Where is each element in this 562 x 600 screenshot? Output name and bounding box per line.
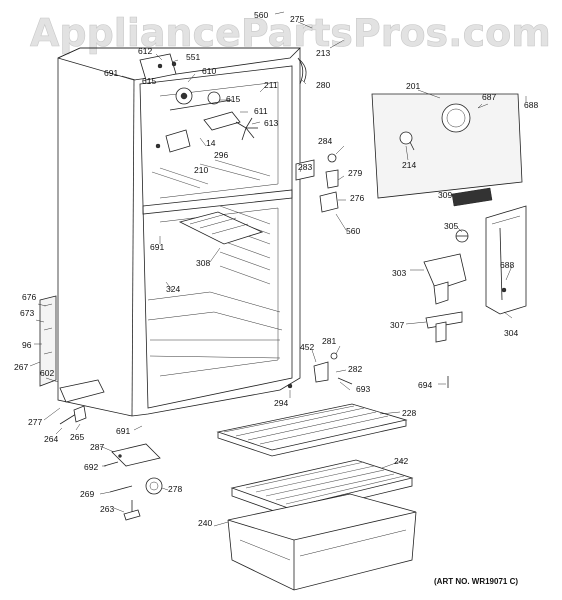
cabinet-drawing [39, 47, 307, 417]
part-label: 214 [402, 160, 416, 170]
part-label: 692 [84, 462, 98, 472]
part-label: 691 [104, 68, 118, 78]
part-label: 264 [44, 434, 58, 444]
part-label: 308 [196, 258, 210, 268]
part-label: 691 [150, 242, 164, 252]
duct-assembly-drawing [423, 205, 527, 343]
part-label: 284 [318, 136, 332, 146]
part-label: 281 [322, 336, 336, 346]
part-label: 688 [500, 260, 514, 270]
part-label: 265 [70, 432, 84, 442]
part-label: 560 [346, 226, 360, 236]
part-label: 309 [438, 190, 452, 200]
part-label: 282 [348, 364, 362, 374]
control-panel-drawing [371, 93, 523, 207]
bottom-left-parts-drawing [59, 405, 163, 521]
part-label: 615 [226, 94, 240, 104]
part-label: 303 [392, 268, 406, 278]
part-label: 612 [138, 46, 152, 56]
part-label: 307 [390, 320, 404, 330]
part-label: 211 [264, 80, 278, 90]
part-label: 240 [198, 518, 212, 528]
part-label: 452 [300, 342, 314, 352]
crisper-drawer-drawing [227, 493, 417, 591]
part-label: 280 [316, 80, 330, 90]
part-label: 304 [504, 328, 518, 338]
part-label: 269 [80, 489, 94, 499]
part-label: 324 [166, 284, 180, 294]
part-label: 676 [22, 292, 36, 302]
part-label: 283 [298, 162, 312, 172]
part-label: 279 [348, 168, 362, 178]
part-label: 263 [100, 504, 114, 514]
bracket-parts-drawing [287, 153, 449, 389]
part-label: 693 [356, 384, 370, 394]
part-label: 687 [482, 92, 496, 102]
part-label: 201 [406, 81, 420, 91]
part-label: 691 [116, 426, 130, 436]
part-label: 615 [142, 76, 156, 86]
crisper-cover-drawing [230, 459, 414, 517]
part-label: 296 [214, 150, 228, 160]
part-label: 287 [90, 442, 104, 452]
art-number: (ART NO. WR19071 C) [434, 577, 518, 586]
part-label: 267 [14, 362, 28, 372]
part-label: 242 [394, 456, 408, 466]
part-label: 694 [418, 380, 432, 390]
part-label: 305 [444, 221, 458, 231]
part-label: 278 [168, 484, 182, 494]
part-label: 294 [274, 398, 288, 408]
part-label: 673 [20, 308, 34, 318]
part-label: 14 [206, 138, 216, 148]
part-label: 96 [22, 340, 32, 350]
leader-lines [29, 11, 527, 527]
part-label: 213 [316, 48, 330, 58]
part-label: 275 [290, 14, 304, 24]
part-label: 610 [202, 66, 216, 76]
part-label: 613 [264, 118, 278, 128]
part-label: 228 [402, 408, 416, 418]
part-label: 277 [28, 417, 42, 427]
part-label: 551 [186, 52, 200, 62]
wire-shelf-drawing [216, 403, 408, 457]
part-labels: 560 275 213 612 551 691 615 610 280 201 … [14, 10, 538, 528]
part-label: 602 [40, 368, 54, 378]
part-label: 560 [254, 10, 268, 20]
part-label: 276 [350, 193, 364, 203]
part-label: 611 [254, 106, 268, 116]
part-label: 210 [194, 165, 208, 175]
part-label: 688 [524, 100, 538, 110]
